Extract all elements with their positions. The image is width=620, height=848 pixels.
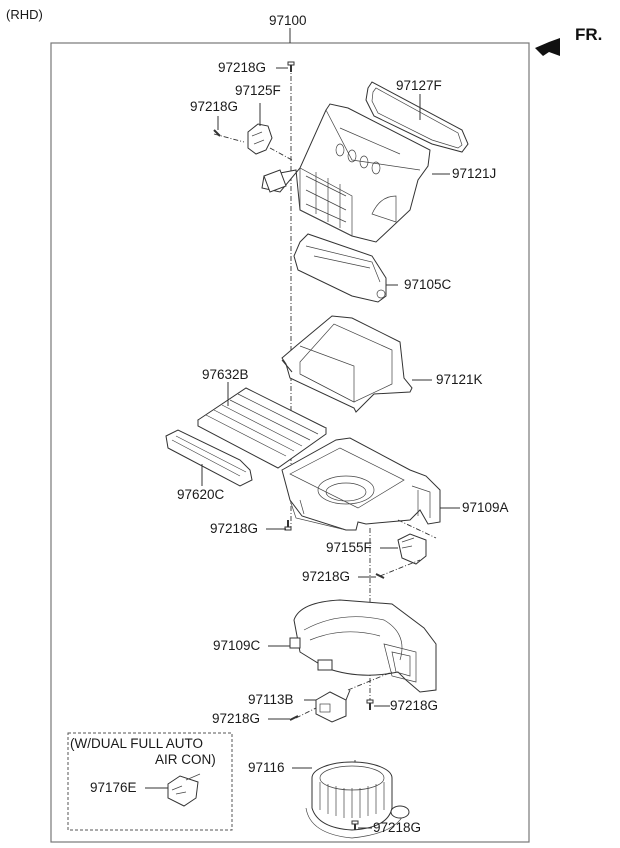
part-label-actuator-2[interactable]: 97155F [326,540,372,555]
resistor-part [295,671,393,723]
screw-icon [287,61,295,72]
air-filter-part [197,387,327,469]
part-label-intake-case-upper[interactable]: 97121J [452,166,497,181]
screw-icon [375,573,385,579]
part-label-air-filter[interactable]: 97632B [202,367,249,382]
front-arrow-icon [535,38,560,56]
filter-cover-part [165,429,253,487]
actuator-part [213,123,293,161]
dual-auto-module-part [167,773,201,807]
variant-label: (RHD) [6,7,43,22]
blower-motor-part [305,761,410,839]
part-label-actuator[interactable]: 97125F [235,83,281,98]
part-label-screw-resistor[interactable]: 97218G [212,711,261,726]
screw-icon [366,699,374,710]
part-label-screw-top[interactable]: 97218G [218,60,267,75]
intake-case-upper-part [261,103,431,243]
part-label-blower-case-lower[interactable]: 97109C [213,638,261,653]
part-label-blower-case-upper[interactable]: 97109A [462,500,509,515]
screw-icon [213,129,221,137]
part-label-blower-motor[interactable]: 97116 [248,760,285,775]
part-label-screw-actuator[interactable]: 97218G [190,99,239,114]
screw-icon [351,820,359,830]
front-direction-label: FR. [575,25,603,44]
part-label-seal[interactable]: 97127F [396,78,442,93]
part-label-screw-case-lower[interactable]: 97218G [390,698,439,713]
leader-lines [145,67,460,829]
option-note-line1: (W/DUAL FULL AUTO [70,736,204,751]
part-label-filter-cover[interactable]: 97620C [177,487,225,502]
seal-part [365,81,469,153]
actuator-2-part [379,533,427,577]
part-label-screw-motor[interactable]: 97218G [373,820,422,835]
blower-case-lower-part [289,599,437,693]
part-label-screw-actuator-2[interactable]: 97218G [302,569,351,584]
intake-case-lower-part [281,315,413,413]
door-part [293,233,387,303]
option-box-frame [67,732,233,831]
part-label-screw-case[interactable]: 97218G [210,521,259,536]
assembly-number-label[interactable]: 97100 [269,13,307,28]
option-note-line2: AIR CON) [155,752,216,767]
part-label-resistor[interactable]: 97113B [248,692,294,707]
blower-case-upper-part [281,437,441,539]
part-label-intake-case-lower[interactable]: 97121K [436,372,483,387]
part-label-door[interactable]: 97105C [404,277,452,292]
part-label-dual-auto-module[interactable]: 97176E [90,780,137,795]
screw-icon [289,715,299,721]
